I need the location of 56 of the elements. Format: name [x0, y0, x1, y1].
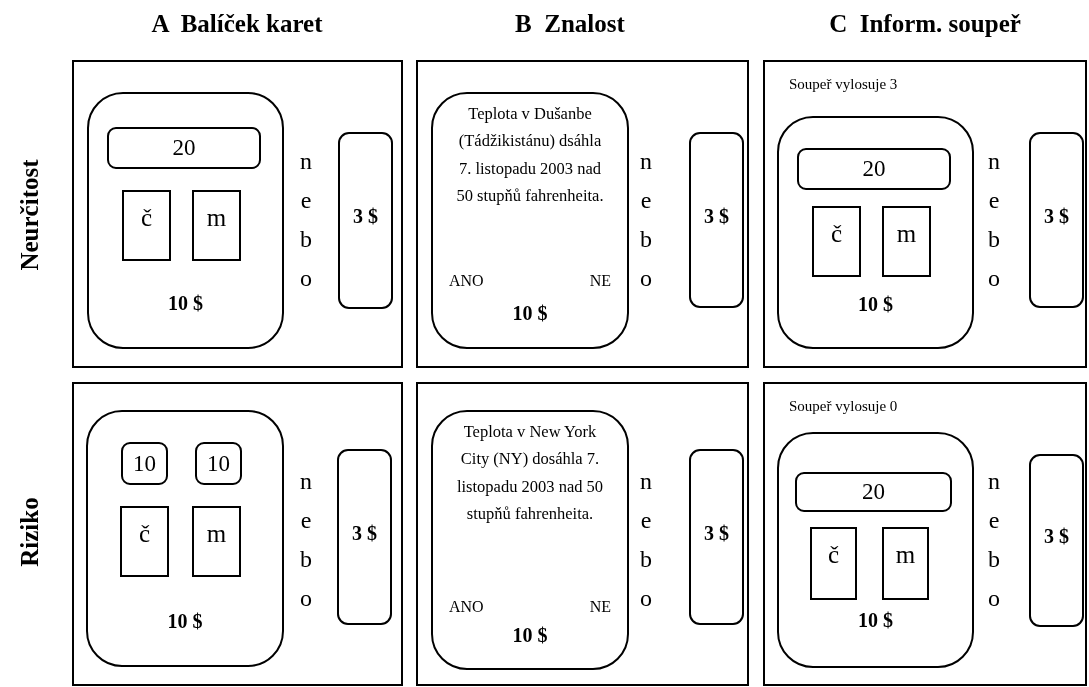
card-slot: m: [192, 506, 241, 577]
vertical-word: nebo: [640, 467, 652, 613]
number-box: 20: [107, 127, 261, 169]
vertical-word: nebo: [300, 467, 312, 613]
vertical-word: nebo: [988, 147, 1000, 293]
question-text: Teplota v New York City (NY) dosáhla 7. listopadu 2003 nad 50 stupňů fahrenheita.: [455, 421, 605, 526]
panel-caption: Soupeř vylosuje 0: [789, 398, 898, 415]
question-card: [431, 410, 629, 670]
card-slot: č: [120, 506, 169, 577]
panel-frame: [72, 382, 403, 686]
prize-amount: 10 $: [858, 293, 893, 316]
sure-option-box: 3 $: [1029, 454, 1084, 627]
number-box: 10: [195, 442, 242, 485]
panel-frame: [763, 60, 1087, 368]
card-slot: m: [882, 206, 931, 277]
card-slot: č: [810, 527, 857, 600]
panel-frame: [416, 382, 749, 686]
panel-frame: [763, 382, 1087, 686]
card-frame: [777, 432, 974, 668]
card-frame: [777, 116, 974, 349]
column-header: A Balíček karet: [151, 10, 323, 38]
number-box: 10: [121, 442, 168, 485]
card-frame: [87, 92, 284, 349]
sure-option-box: 3 $: [689, 449, 744, 625]
number-box: 20: [795, 472, 952, 512]
vertical-word: nebo: [988, 467, 1000, 613]
prize-amount: 10 $: [512, 302, 548, 325]
answer-option: ANO: [449, 272, 484, 290]
number-box: 20: [797, 148, 951, 190]
card-slot: č: [122, 190, 171, 261]
vertical-word: nebo: [300, 147, 312, 293]
sure-option-box: 3 $: [689, 132, 744, 308]
prize-amount: 10 $: [512, 624, 548, 647]
prize-amount: 10 $: [858, 609, 893, 632]
sure-option-box: 3 $: [337, 449, 392, 625]
sure-option-box: 3 $: [1029, 132, 1084, 308]
sure-option-box: 3 $: [338, 132, 393, 309]
row-label: Riziko: [16, 497, 44, 567]
question-card: [431, 92, 629, 349]
answer-option: NE: [589, 272, 611, 290]
card-slot: č: [812, 206, 861, 277]
answer-option: ANO: [449, 598, 484, 616]
panel-caption: Soupeř vylosuje 3: [789, 76, 898, 93]
row-label: Neurčitost: [16, 159, 44, 271]
prize-amount: 10 $: [167, 610, 203, 633]
answer-option: NE: [589, 598, 611, 616]
column-header: C Inform. soupeř: [829, 10, 1021, 38]
column-header: B Znalost: [515, 10, 625, 38]
vertical-word: nebo: [640, 147, 652, 293]
prize-amount: 10 $: [168, 292, 203, 315]
panel-frame: [72, 60, 403, 368]
card-slot: m: [192, 190, 241, 261]
card-frame: [86, 410, 284, 667]
card-slot: m: [882, 527, 929, 600]
panel-frame: [416, 60, 749, 368]
question-text: Teplota v Dušanbe (Tádžikistánu) dsáhla 7. listopadu 2003 nad 50 stupňů fahrenheita.: [455, 103, 605, 208]
